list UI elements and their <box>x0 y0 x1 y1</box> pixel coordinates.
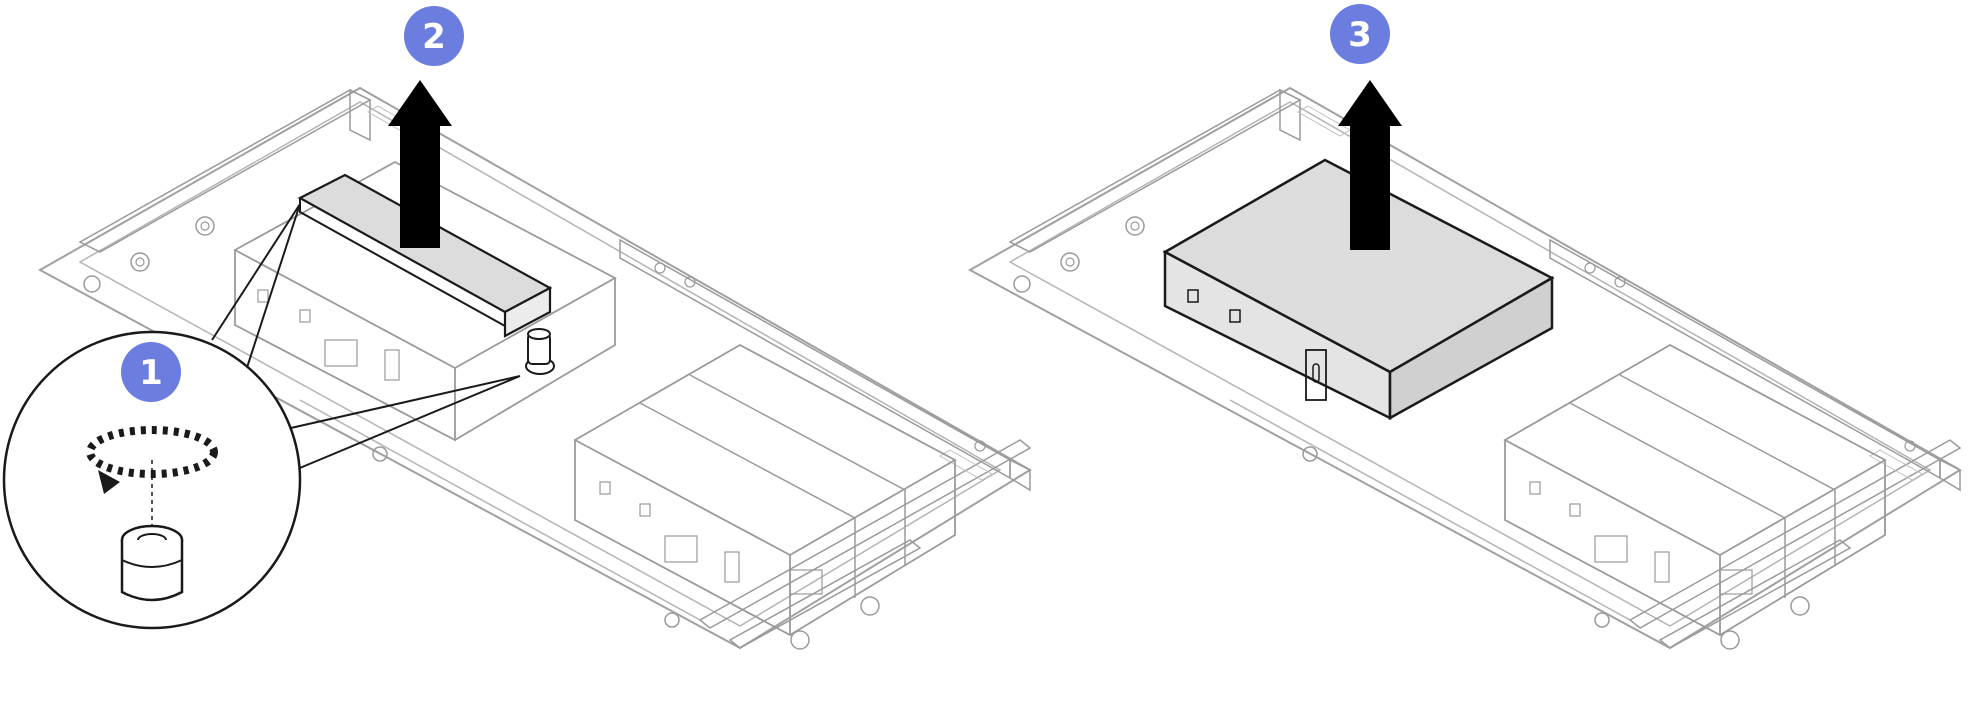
step-badge-2: 2 <box>404 6 464 66</box>
callout-lines <box>211 203 521 471</box>
removed-module-highlight <box>1162 158 1555 421</box>
right-panel: 3 <box>969 4 1961 650</box>
step-badge-1: 1 <box>121 342 181 402</box>
lift-arrow-left <box>388 80 452 248</box>
svg-text:3: 3 <box>1348 15 1372 55</box>
step-badge-3: 3 <box>1330 4 1390 64</box>
lift-arrow-right <box>1338 80 1402 250</box>
left-panel: 2 1 <box>2 6 1031 650</box>
svg-text:1: 1 <box>139 353 163 393</box>
svg-text:2: 2 <box>422 17 446 57</box>
thumbscrew-small <box>525 328 555 375</box>
magnifier-detail <box>2 330 302 630</box>
rotate-arrow-icon <box>98 470 120 494</box>
